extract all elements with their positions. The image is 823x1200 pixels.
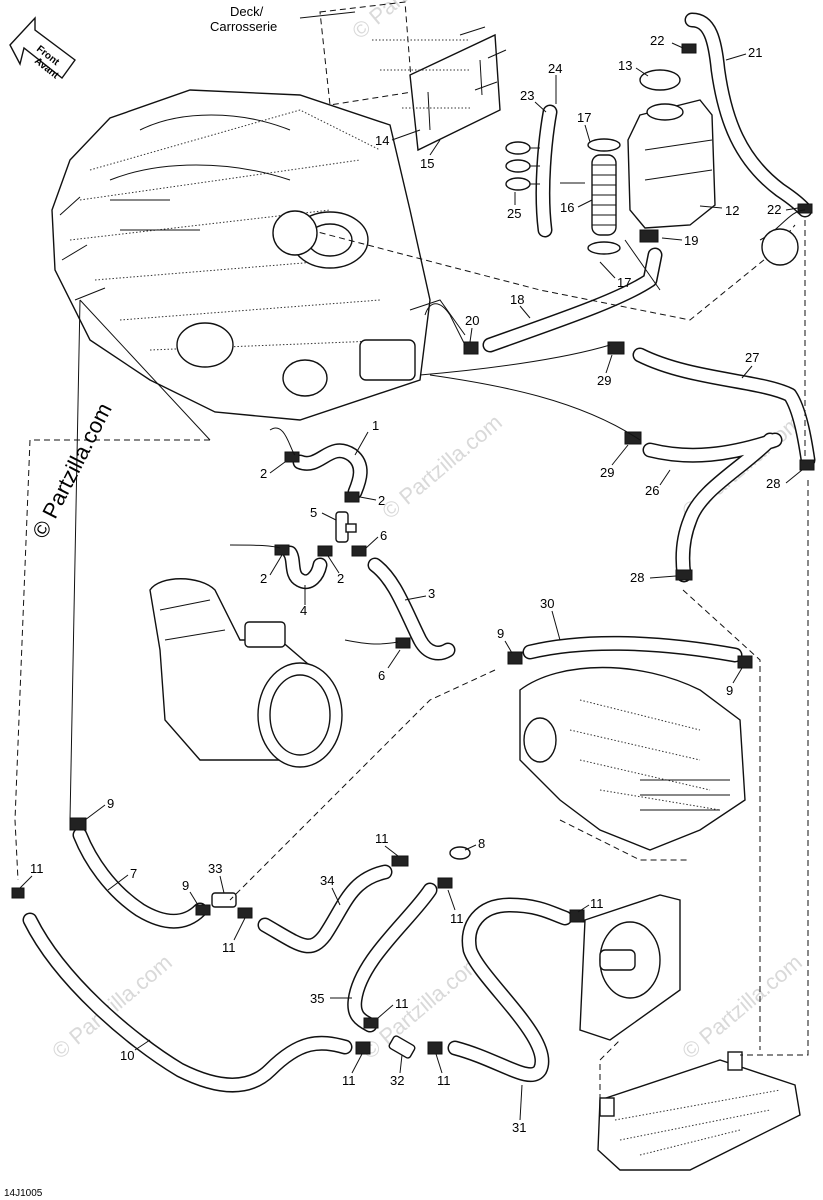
- callout-15: 15: [420, 156, 434, 171]
- callout-29: 29: [597, 373, 611, 388]
- hose-3: [351, 545, 456, 661]
- callout-32: 32: [390, 1073, 404, 1088]
- hose-21: [681, 12, 813, 218]
- callout-11: 11: [437, 1073, 451, 1088]
- hose-35: [347, 877, 453, 1033]
- callout-9: 9: [497, 626, 504, 641]
- hose-4: [274, 544, 333, 590]
- callout-2: 2: [337, 571, 344, 586]
- callout-29: 29: [600, 465, 614, 480]
- callout-11: 11: [222, 940, 236, 955]
- callout-25: 25: [507, 206, 521, 221]
- callout-6: 6: [378, 668, 385, 683]
- callout-22: 22: [767, 202, 781, 217]
- hose-1: [284, 443, 368, 503]
- callout-11: 11: [395, 996, 409, 1011]
- watermark-text: © Partzilla.com: [677, 949, 807, 1063]
- callout-30: 30: [540, 596, 554, 611]
- callout-23: 23: [520, 88, 534, 103]
- callout-22: 22: [650, 33, 664, 48]
- callout-8: 8: [478, 836, 485, 851]
- callout-19: 19: [684, 233, 698, 248]
- deck-label: Deck/: [230, 4, 264, 19]
- callout-labels: 1 2 2 2 2 3 4 5 6 6 7 8 9 9 9 9 10 11: [19, 33, 803, 1135]
- callout-5: 5: [310, 505, 317, 520]
- figure-code: 14J1005: [4, 1188, 43, 1199]
- coolant-reservoir: [627, 69, 723, 229]
- callout-11: 11: [30, 861, 44, 876]
- partzilla-watermark: © Partzilla.com: [27, 399, 117, 542]
- callout-28: 28: [630, 570, 644, 585]
- callout-3: 3: [428, 586, 435, 601]
- hose-18: [424, 229, 663, 355]
- callout-20: 20: [465, 313, 479, 328]
- callout-2: 2: [378, 493, 385, 508]
- callout-18: 18: [510, 292, 524, 307]
- callout-31: 31: [512, 1120, 526, 1135]
- callout-28: 28: [766, 476, 780, 491]
- intercooler: [519, 666, 746, 861]
- hose-23: [535, 104, 558, 238]
- callout-17: 17: [577, 110, 591, 125]
- fitting-32: [355, 1035, 443, 1059]
- hose-34: [257, 855, 409, 954]
- callout-12: 12: [725, 203, 739, 218]
- callout-6: 6: [380, 528, 387, 543]
- callout-2: 2: [260, 571, 267, 586]
- fitting-5: [335, 511, 357, 543]
- callout-2: 2: [260, 466, 267, 481]
- callout-11: 11: [590, 896, 604, 911]
- callout-11: 11: [375, 831, 389, 846]
- hose-30: [507, 635, 753, 669]
- carrosserie-label: Carrosserie: [210, 19, 277, 34]
- callout-11: 11: [450, 911, 464, 926]
- front-direction-arrow: Front Avant: [9, 16, 76, 82]
- hose-7: [69, 817, 211, 929]
- exhaust-muffler: [149, 578, 343, 768]
- mounting-bracket: [372, 26, 507, 152]
- reservoir-cap: [639, 69, 681, 91]
- callout-4: 4: [300, 603, 307, 618]
- callout-33: 33: [208, 861, 222, 876]
- callout-21: 21: [748, 45, 762, 60]
- watermark-text: © Partzilla.com: [377, 409, 507, 523]
- callout-7: 7: [130, 866, 137, 881]
- routing-lines: [14, 209, 809, 1100]
- clamps-25: [505, 141, 540, 191]
- ride-plate: [597, 1051, 801, 1171]
- callout-10: 10: [120, 1048, 134, 1063]
- callout-9: 9: [107, 796, 114, 811]
- hose-31: [447, 897, 585, 1083]
- callout-14: 14: [375, 133, 389, 148]
- callout-24: 24: [548, 61, 562, 76]
- callout-35: 35: [310, 991, 324, 1006]
- hose-27: [607, 341, 816, 471]
- hose-10: [11, 887, 353, 1093]
- watermark-text: © Partzilla.com: [347, 0, 477, 44]
- callout-1: 1: [372, 418, 379, 433]
- callout-16: 16: [560, 200, 574, 215]
- callout-17: 17: [617, 275, 631, 290]
- hose-26: [624, 431, 783, 583]
- fitting-33: [211, 892, 253, 919]
- callout-26: 26: [645, 483, 659, 498]
- callout-11: 11: [342, 1073, 356, 1088]
- callout-9: 9: [182, 878, 189, 893]
- callout-13: 13: [618, 58, 632, 73]
- callout-9: 9: [726, 683, 733, 698]
- engine-assembly: [51, 89, 431, 421]
- callout-27: 27: [745, 350, 759, 365]
- corrugated-hose-16: [560, 138, 621, 255]
- callout-34: 34: [320, 873, 334, 888]
- pump-plate: [579, 894, 681, 1041]
